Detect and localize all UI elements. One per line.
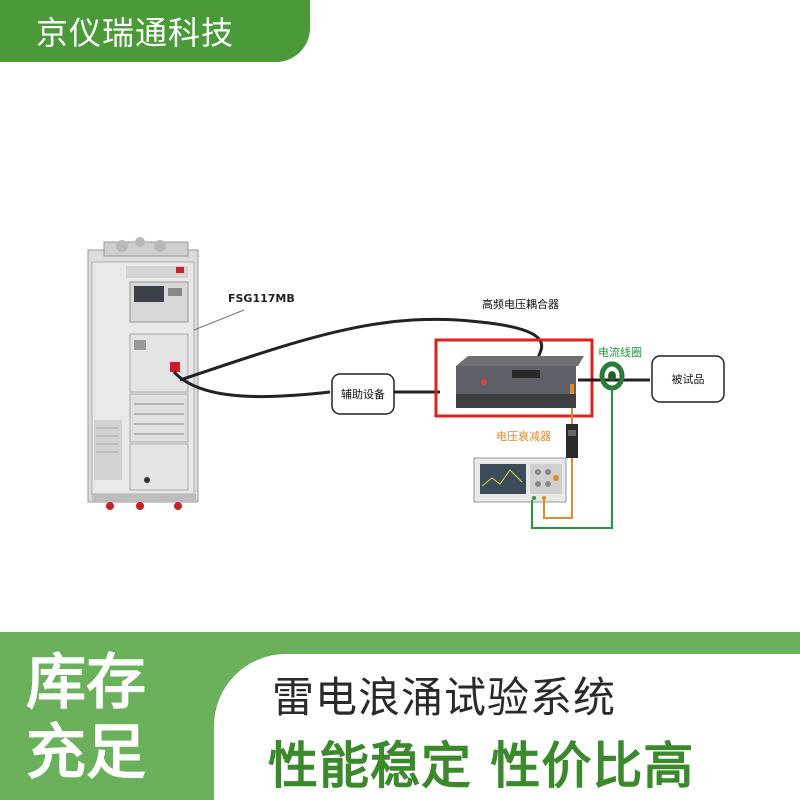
eut-label: 被试品 xyxy=(672,373,705,386)
stock-line-2: 充足 xyxy=(26,718,146,788)
oscilloscope xyxy=(473,457,567,503)
current-coil xyxy=(599,361,625,391)
current-coil-label: 电流线圈 xyxy=(598,345,642,359)
generator-model-label: FSG117MB xyxy=(228,292,295,305)
brand-badge: 京仪瑞通科技 xyxy=(0,0,310,62)
test-setup-diagram: FSG117MB 辅助设备 高频电压耦合器 电流线圈 被试品 电压衰减器 xyxy=(87,237,725,529)
brand-name: 京仪瑞通科技 xyxy=(36,14,235,52)
voltage-attenuator xyxy=(566,408,578,458)
attenuator-label: 电压衰减器 xyxy=(496,429,551,443)
coupler-label: 高频电压耦合器 xyxy=(482,297,559,311)
stock-line-1: 库存 xyxy=(26,648,146,718)
stock-text: 库存 充足 xyxy=(26,648,206,788)
coil-probe-cable xyxy=(531,388,613,529)
coupler-highlight xyxy=(434,338,594,418)
promo-banner: 库存 充足 雷电浪涌试验系统 性能稳定 性价比高 xyxy=(0,632,800,800)
cable-hv xyxy=(179,317,544,382)
product-subtitle: 性能稳定 性价比高 xyxy=(268,737,695,795)
cable-generator-aux xyxy=(172,370,331,399)
coupler-device xyxy=(456,356,584,408)
aux-device-label: 辅助设备 xyxy=(341,387,385,401)
attenuator-probe-cable xyxy=(543,458,573,519)
eut-box: 被试品 xyxy=(651,355,725,403)
generator-cabinet xyxy=(87,237,199,510)
banner-white-panel xyxy=(214,654,800,800)
aux-device-box: 辅助设备 xyxy=(331,373,395,415)
product-title: 雷电浪涌试验系统 xyxy=(272,673,617,722)
